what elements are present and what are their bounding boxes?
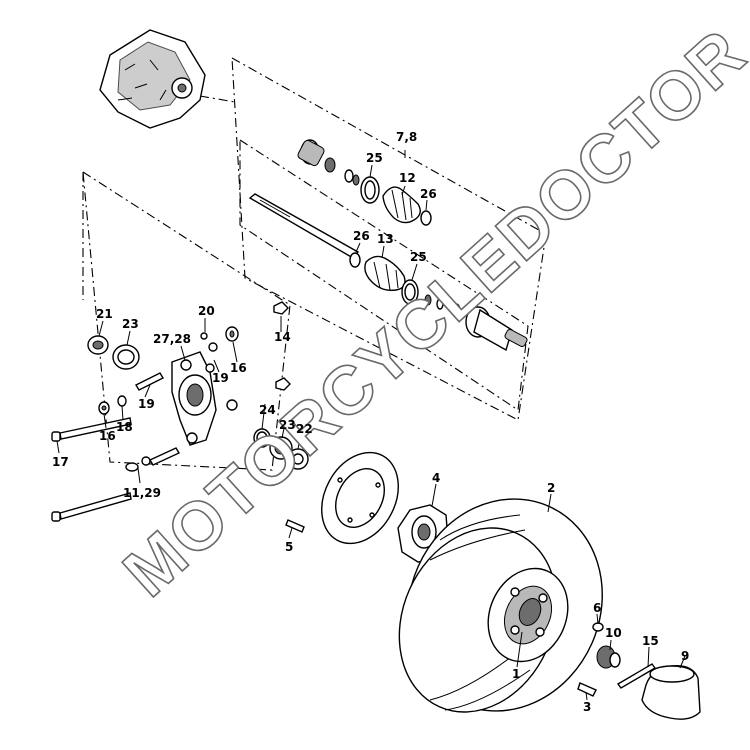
callout-21: 21 — [96, 307, 113, 321]
washer-6 — [592, 622, 604, 632]
callout-7-8: 7,8 — [396, 130, 417, 144]
cotter-pin-15 — [616, 663, 657, 689]
nuts — [273, 301, 291, 391]
driveshaft-axle — [248, 193, 360, 259]
callout-27-28: 27,28 — [153, 332, 191, 346]
callout-1: 1 — [512, 667, 520, 681]
bolt-17 — [51, 417, 132, 442]
callout-9: 9 — [681, 649, 689, 663]
clip-upper — [344, 169, 360, 186]
callout-16-right: 16 — [230, 361, 247, 375]
callout-labels: 7,8 25 12 26 26 13 25 21 23 20 14 27,28 … — [52, 130, 689, 714]
seal-21 — [87, 335, 109, 355]
outer-cv-joint-lower — [465, 306, 528, 352]
steering-knuckle — [171, 351, 217, 446]
seal-24 — [253, 428, 271, 448]
callout-25-lower: 25 — [410, 250, 427, 264]
bearing-23-outer — [269, 436, 293, 460]
callout-12: 12 — [399, 171, 416, 185]
knuckle-group-frame — [82, 170, 291, 471]
clip-26-upper — [420, 210, 432, 226]
callout-11-29: 11,29 — [123, 486, 161, 500]
callout-26-upper: 26 — [420, 187, 437, 201]
callout-19-right: 19 — [212, 371, 229, 385]
callout-23-right: 23 — [279, 418, 296, 432]
callout-10: 10 — [605, 626, 622, 640]
boot-12 — [382, 186, 421, 224]
callout-18: 18 — [116, 420, 133, 434]
callout-13: 13 — [377, 232, 394, 246]
seal-22 — [287, 448, 309, 470]
callout-3: 3 — [583, 700, 591, 714]
callout-5: 5 — [285, 540, 293, 554]
clip-lower — [424, 294, 461, 317]
outer-cv-joint-upper — [297, 139, 336, 173]
clamp-25-lower — [401, 279, 419, 305]
callout-24: 24 — [259, 403, 276, 417]
callout-25-upper: 25 — [366, 151, 383, 165]
clamp-25-upper — [360, 176, 380, 204]
callout-20: 20 — [198, 304, 215, 318]
callout-23-left: 23 — [122, 317, 139, 331]
inner-driveshaft-frame — [239, 138, 529, 411]
clip-26-lower — [349, 252, 361, 268]
transmission-case — [99, 29, 206, 129]
brake-disc — [321, 451, 399, 545]
callout-17: 17 — [52, 455, 69, 469]
bearing-23 — [112, 344, 140, 370]
boot-13 — [364, 255, 406, 292]
callout-19-left: 19 — [138, 397, 155, 411]
pins-and-bushings — [135, 332, 238, 466]
stud-3 — [577, 682, 597, 697]
callout-4: 4 — [432, 471, 440, 485]
hub-nut-10 — [596, 645, 621, 669]
callout-15: 15 — [642, 634, 659, 648]
callout-6: 6 — [593, 601, 601, 615]
callout-26-lower: 26 — [353, 229, 370, 243]
leader-lines — [56, 150, 686, 701]
wheel-rim-1 — [487, 567, 569, 663]
callout-22: 22 — [296, 422, 313, 436]
callout-2: 2 — [547, 481, 555, 495]
callout-16-left: 16 — [99, 429, 116, 443]
washers — [98, 326, 239, 472]
bolt-11-29 — [51, 492, 132, 522]
callout-14: 14 — [274, 330, 291, 344]
disc-bolt-5 — [285, 519, 305, 533]
frame-link-line-2 — [199, 95, 236, 103]
hub-cap-9 — [641, 665, 701, 720]
